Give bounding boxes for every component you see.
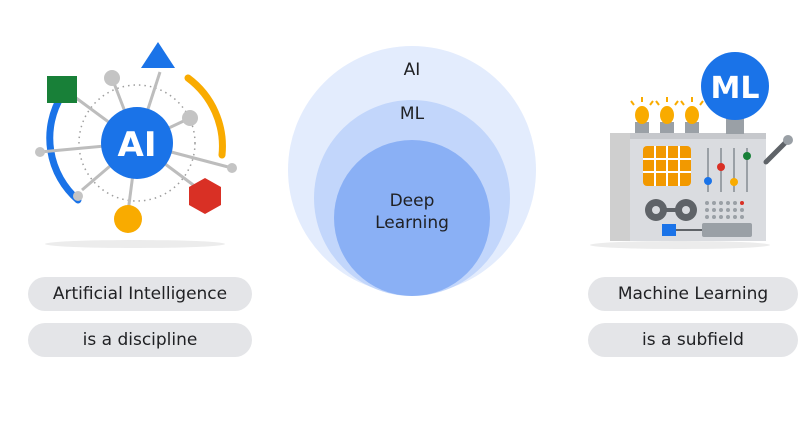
venn-middle-label: ML <box>399 104 425 124</box>
machine-sliders[interactable] <box>704 148 751 192</box>
ai-dotted-orbit <box>78 84 196 202</box>
machine-top-edge <box>630 133 766 139</box>
venn-inner-label-line2: Learning <box>375 213 449 233</box>
machine-slot <box>702 223 752 237</box>
red-hexagon-icon <box>189 178 221 214</box>
blue-triangle-icon <box>141 42 175 68</box>
ml-badge-icon <box>701 52 769 120</box>
ai-node-bottom-left <box>73 191 83 201</box>
ai-title-pill: Artificial Intelligence <box>28 277 252 311</box>
machine-bulbs <box>630 97 704 133</box>
ai-badge-label: AI <box>118 125 157 165</box>
ml-shadow <box>590 241 770 249</box>
ai-node-right <box>182 110 198 126</box>
machine-lever-knob[interactable] <box>783 135 793 145</box>
ai-node-top <box>104 70 120 86</box>
ai-node-left <box>35 147 45 157</box>
yellow-circle-icon <box>114 205 142 233</box>
ml-badge-label: ML <box>711 71 760 106</box>
ai-node-far-right <box>227 163 237 173</box>
venn-inner-label-line1: Deep <box>389 191 435 211</box>
venn-inner-circle <box>334 140 490 296</box>
venn-outer-label: AI <box>403 60 421 80</box>
ml-title-pill: Machine Learning <box>588 277 798 311</box>
ai-subtitle-pill: is a discipline <box>28 323 252 357</box>
machine-side-panel <box>610 133 630 241</box>
ai-yellow-arc <box>184 74 226 159</box>
machine-keypad[interactable] <box>705 201 744 219</box>
green-square-icon <box>47 76 77 103</box>
ml-subtitle-pill: is a subfield <box>588 323 798 357</box>
machine-lever[interactable] <box>763 137 791 165</box>
ai-shadow <box>45 240 225 248</box>
machine-chip-grid <box>643 146 691 186</box>
machine-tape-reels <box>645 199 702 236</box>
ai-badge-icon <box>101 107 173 179</box>
